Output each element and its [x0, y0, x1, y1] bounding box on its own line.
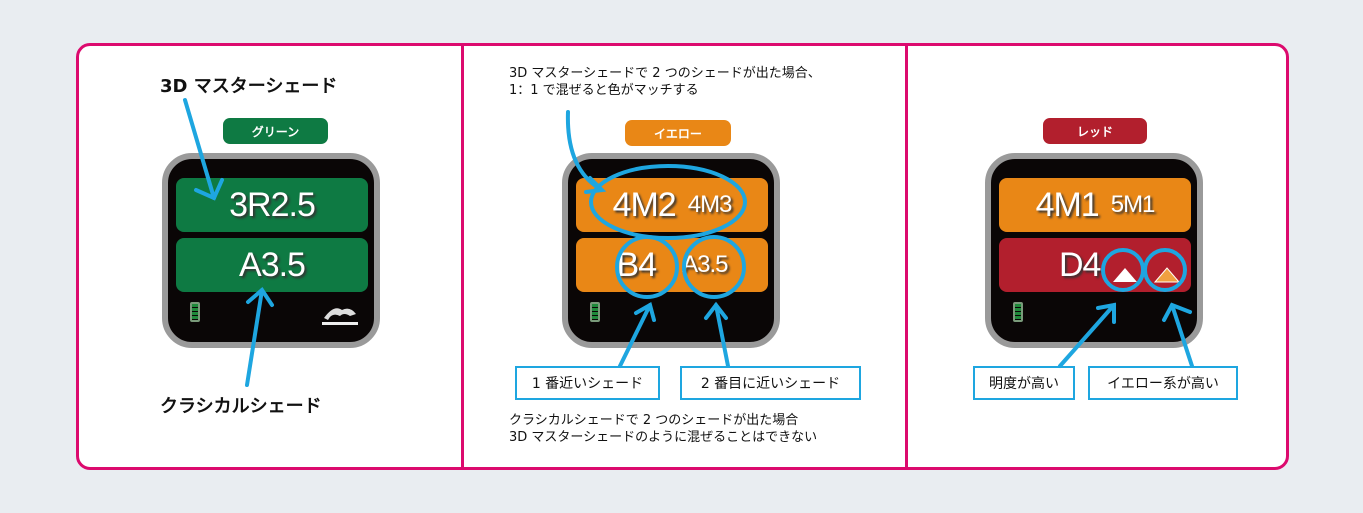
shade-value-primary: 4M1	[1035, 185, 1100, 224]
label-higher-value: 明度が高い	[973, 366, 1075, 400]
3d-master-shade-heading: 3D マスターシェード	[160, 76, 338, 97]
shade-value: A3.5	[239, 245, 306, 284]
shade-row-classical: A3.5	[176, 238, 368, 292]
label-closest-shade: 1 番近いシェード	[515, 366, 660, 400]
note-line: 3D マスターシェードのように混ぜることはできない	[509, 430, 818, 445]
shade-value-secondary: 5M1	[1110, 191, 1156, 218]
shade-device-red: 4M1 5M1 D4	[985, 153, 1203, 348]
note-line: 3D マスターシェードで 2 つのシェードが出た場合、	[509, 66, 821, 81]
yellow-badge: イエロー	[625, 120, 731, 146]
shade-value-secondary: 4M3	[687, 191, 733, 218]
note-line: クラシカルシェードで 2 つのシェードが出た場合	[509, 413, 799, 428]
note-top: 3D マスターシェードで 2 つのシェードが出た場合、 1：1 で混ぜると色がマ…	[509, 65, 821, 99]
note-bottom: クラシカルシェードで 2 つのシェードが出た場合 3D マスターシェードのように…	[509, 412, 817, 446]
shade-device-yellow: 4M2 4M3 B4 A3.5	[562, 153, 780, 348]
battery-icon	[590, 302, 600, 322]
green-badge: グリーン	[223, 118, 328, 144]
shade-guide-icon	[322, 308, 358, 325]
orange-triangle-icon	[1153, 267, 1181, 283]
white-triangle-icon	[1113, 268, 1137, 282]
shade-device-green: 3R2.5 A3.5	[162, 153, 380, 348]
shade-value-primary: B4	[616, 245, 658, 284]
shade-value-secondary: A3.5	[682, 251, 728, 278]
shade-row-3d-master: 4M2 4M3	[576, 178, 768, 232]
panel-divider	[905, 43, 908, 470]
label-second-closest-shade: 2 番目に近いシェード	[680, 366, 861, 400]
note-line: 1：1 で混ぜると色がマッチする	[509, 83, 699, 98]
triangle-indicators	[1113, 267, 1181, 283]
shade-row-3d-master: 3R2.5	[176, 178, 368, 232]
classical-shade-heading: クラシカルシェード	[160, 396, 322, 417]
battery-icon	[190, 302, 200, 322]
shade-row-classical: B4 A3.5	[576, 238, 768, 292]
shade-value-primary: 4M2	[612, 185, 677, 224]
panel-divider	[461, 43, 464, 470]
red-badge: レッド	[1043, 118, 1147, 144]
shade-value-primary: D4	[1059, 245, 1101, 284]
shade-row-3d-master: 4M1 5M1	[999, 178, 1191, 232]
label-higher-yellow: イエロー系が高い	[1088, 366, 1238, 400]
battery-icon	[1013, 302, 1023, 322]
shade-value: 3R2.5	[229, 185, 316, 224]
